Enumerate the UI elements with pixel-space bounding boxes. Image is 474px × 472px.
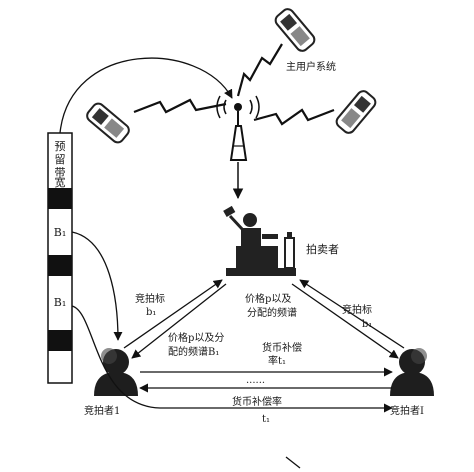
bar-to-tower-curve (59, 57, 233, 134)
bid-right-line1: 竞拍标 (342, 303, 372, 316)
reserved-bandwidth-char-2: 留 (55, 153, 66, 166)
reserved-bandwidth-char-1: 预 (55, 140, 66, 153)
arrow-bid-left (123, 279, 223, 349)
phone-icon-top (274, 8, 316, 52)
spectrum-bar (47, 132, 73, 384)
auctioneer-icon (223, 205, 296, 276)
reserved-bandwidth-char-3: 带 (55, 166, 66, 179)
bid-left-line2: b₁ (146, 307, 156, 318)
bid-left-line1: 竞拍标 (135, 292, 165, 305)
arrow-price-right (291, 283, 399, 359)
auctioneer-label: 拍卖者 (306, 242, 339, 256)
reserved-bandwidth-char-4: 宽 (55, 175, 66, 189)
wireless-link-top (236, 43, 283, 97)
phone-icon-right (335, 90, 377, 134)
phone-icon-left (86, 102, 130, 144)
band-label-1: B₁ (54, 226, 67, 239)
bidder-right-icon (390, 348, 434, 396)
stray-mark (285, 456, 301, 469)
compensation-bottom-line2: t₁ (262, 414, 270, 425)
compensation-top-line1: 货币补偿 (262, 341, 302, 354)
band2-to-bidder-curve (71, 305, 393, 413)
arrow-bid-right (299, 279, 405, 349)
bidder-left-label: 竞拍者1 (84, 404, 120, 417)
wireless-link-left (133, 98, 227, 114)
compensation-bottom-line1: 货币补偿率 (232, 395, 282, 408)
compensation-top-line2: 率t₁ (268, 354, 286, 367)
price-left-line1: 价格p以及分 (168, 331, 224, 344)
band-label-2: B₁ (54, 296, 67, 309)
price-left-line2: 配的频谱B₁ (168, 345, 219, 358)
primary-user-system-label: 主用户系统 (286, 60, 336, 73)
arrow-price-left (131, 283, 227, 359)
bidder-left-icon (94, 348, 138, 396)
bid-right-line2: b₁ (362, 319, 372, 330)
price-center-line1: 价格p以及 (245, 292, 291, 305)
wireless-link-right (253, 108, 335, 126)
band1-to-bidder-curve (71, 231, 123, 341)
base-station-icon (216, 95, 260, 161)
price-center-line2: 分配的频谱 (247, 306, 297, 319)
bidder-right-label: 竞拍者I (390, 404, 424, 417)
ellipsis-label: ...... (246, 375, 265, 386)
